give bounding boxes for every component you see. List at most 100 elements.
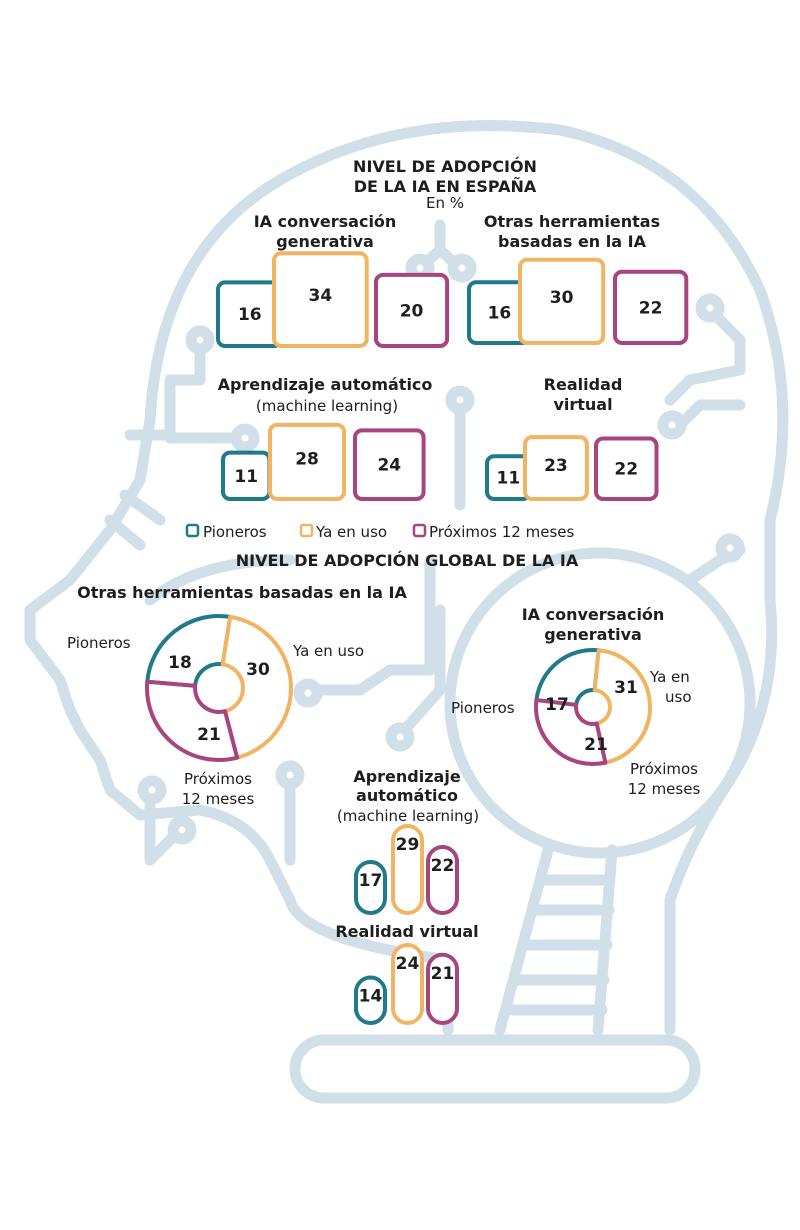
chart-title: Otras herramientas xyxy=(484,212,660,231)
circuit-nodes xyxy=(137,253,745,845)
circuit-node xyxy=(445,385,475,415)
capsule-bar-proximos xyxy=(426,952,459,1025)
capsule-bar-pioneros xyxy=(354,975,387,1025)
donut2-label-proximos-1: Próximos xyxy=(630,760,698,778)
capsule-bar-proximos xyxy=(426,845,459,915)
donut1-label-pioneros: Pioneros xyxy=(67,634,131,652)
square-proximos xyxy=(594,436,659,501)
value-label: 14 xyxy=(359,987,383,1007)
legend-label-ya-en-uso: Ya en uso xyxy=(315,523,387,541)
chart-title: IA conversación xyxy=(254,212,397,231)
neck-ladder xyxy=(494,844,618,1036)
donut-slice-pioneros xyxy=(145,614,233,688)
circuit-node xyxy=(385,722,415,752)
circuit-node xyxy=(230,423,260,453)
chart-title: Realidad virtual xyxy=(335,922,478,941)
circuit-node xyxy=(293,678,323,708)
circuit-node xyxy=(167,815,197,845)
chart-subtitle: (machine learning) xyxy=(337,807,479,825)
square-ya-en-uso xyxy=(523,435,589,501)
square-ya-en-uso xyxy=(518,257,606,346)
circuit-node xyxy=(657,410,687,440)
value-label: 18 xyxy=(168,653,192,673)
square-ya-en-uso xyxy=(268,422,347,502)
value-label: 20 xyxy=(400,301,424,321)
global-title: NIVEL DE ADOPCIÓN GLOBAL DE LA IA xyxy=(236,551,579,570)
value-label: 21 xyxy=(197,725,221,745)
value-label: 30 xyxy=(550,288,574,308)
donut-slice-ya-en-uso xyxy=(220,614,293,760)
circuit-node xyxy=(447,253,477,283)
chart-title: generativa xyxy=(276,232,374,251)
legend-swatch-ya-en-uso xyxy=(299,523,314,538)
chart-title: virtual xyxy=(553,395,612,414)
donut1-label-proximos-2: 12 meses xyxy=(182,790,255,808)
head-outline xyxy=(24,120,789,1036)
chart-title: generativa xyxy=(544,625,642,644)
head-base xyxy=(289,1034,701,1104)
value-label: 22 xyxy=(431,856,455,876)
spain-title-line2: DE LA IA EN ESPAÑA xyxy=(354,177,537,196)
unit-label: En % xyxy=(426,194,464,212)
square-proximos xyxy=(613,269,689,346)
capsule-bar-pioneros xyxy=(354,860,387,915)
value-label: 11 xyxy=(234,467,258,487)
chart-title: Realidad xyxy=(544,375,623,394)
value-label: 29 xyxy=(396,835,420,855)
legend-swatch-pioneros xyxy=(185,523,200,538)
donut-slice-ya-en-uso xyxy=(592,648,652,765)
donut2-label-pioneros: Pioneros xyxy=(451,699,515,717)
donut-slice-proximos xyxy=(534,698,608,766)
chart-title: IA conversación xyxy=(522,605,665,624)
donut1-label-ya-en-uso: Ya en uso xyxy=(292,642,364,660)
chart-marks: 16 34 20 16 30 22 11 28 24 11 23 22 18 30 21 17 31 21 17 29… xyxy=(145,251,689,1025)
value-label: 17 xyxy=(545,695,569,715)
neck-joint-circle xyxy=(444,547,756,859)
legend-swatch-proximos xyxy=(412,523,427,538)
square-ya-en-uso xyxy=(272,251,369,349)
chart-subtitle: (machine learning) xyxy=(256,397,398,415)
value-label: 17 xyxy=(359,871,383,891)
value-label: 22 xyxy=(639,298,663,318)
square-proximos xyxy=(353,428,426,501)
value-label: 24 xyxy=(377,456,401,476)
circuit-node xyxy=(137,775,167,805)
square-proximos xyxy=(374,272,450,348)
value-label: 11 xyxy=(497,469,521,489)
donut2-label-proximos-2: 12 meses xyxy=(628,780,701,798)
circuit-node xyxy=(275,760,305,790)
legend-label-pioneros: Pioneros xyxy=(203,523,267,541)
value-label: 23 xyxy=(544,456,568,476)
value-label: 21 xyxy=(584,735,608,755)
value-label: 21 xyxy=(431,964,455,984)
value-label: 16 xyxy=(238,305,262,325)
chart-title: Otras herramientas basadas en la IA xyxy=(77,583,407,602)
chart-title: Aprendizaje automático xyxy=(218,375,433,394)
capsule-bar-ya-en-uso xyxy=(391,943,424,1025)
head-circuit-background xyxy=(24,120,789,1104)
value-label: 22 xyxy=(614,460,638,480)
chart-title: automático xyxy=(356,786,458,805)
legend: Pioneros Ya en uso Próximos 12 meses xyxy=(185,523,574,541)
value-label: 30 xyxy=(246,660,270,680)
donut-slice-proximos xyxy=(145,679,240,762)
capsule-bar-ya-en-uso xyxy=(391,824,424,915)
value-label: 16 xyxy=(488,304,512,324)
circuit-node xyxy=(695,293,725,323)
donut1-label-proximos-1: Próximos xyxy=(184,770,252,788)
circuit-node xyxy=(185,325,215,355)
circuit-lines xyxy=(104,219,746,866)
value-label: 34 xyxy=(309,286,333,306)
legend-label-proximos: Próximos 12 meses xyxy=(429,523,574,541)
value-label: 28 xyxy=(295,449,319,469)
circuit-node xyxy=(715,533,745,563)
spain-title-line1: NIVEL DE ADOPCIÓN xyxy=(353,157,537,176)
donut2-label-ya-2: uso xyxy=(665,688,692,706)
donut-slice-pioneros xyxy=(534,648,601,707)
value-label: 24 xyxy=(396,954,420,974)
value-label: 31 xyxy=(614,678,638,698)
chart-title: basadas en la IA xyxy=(498,232,647,251)
chart-title: Aprendizaje xyxy=(353,767,461,786)
